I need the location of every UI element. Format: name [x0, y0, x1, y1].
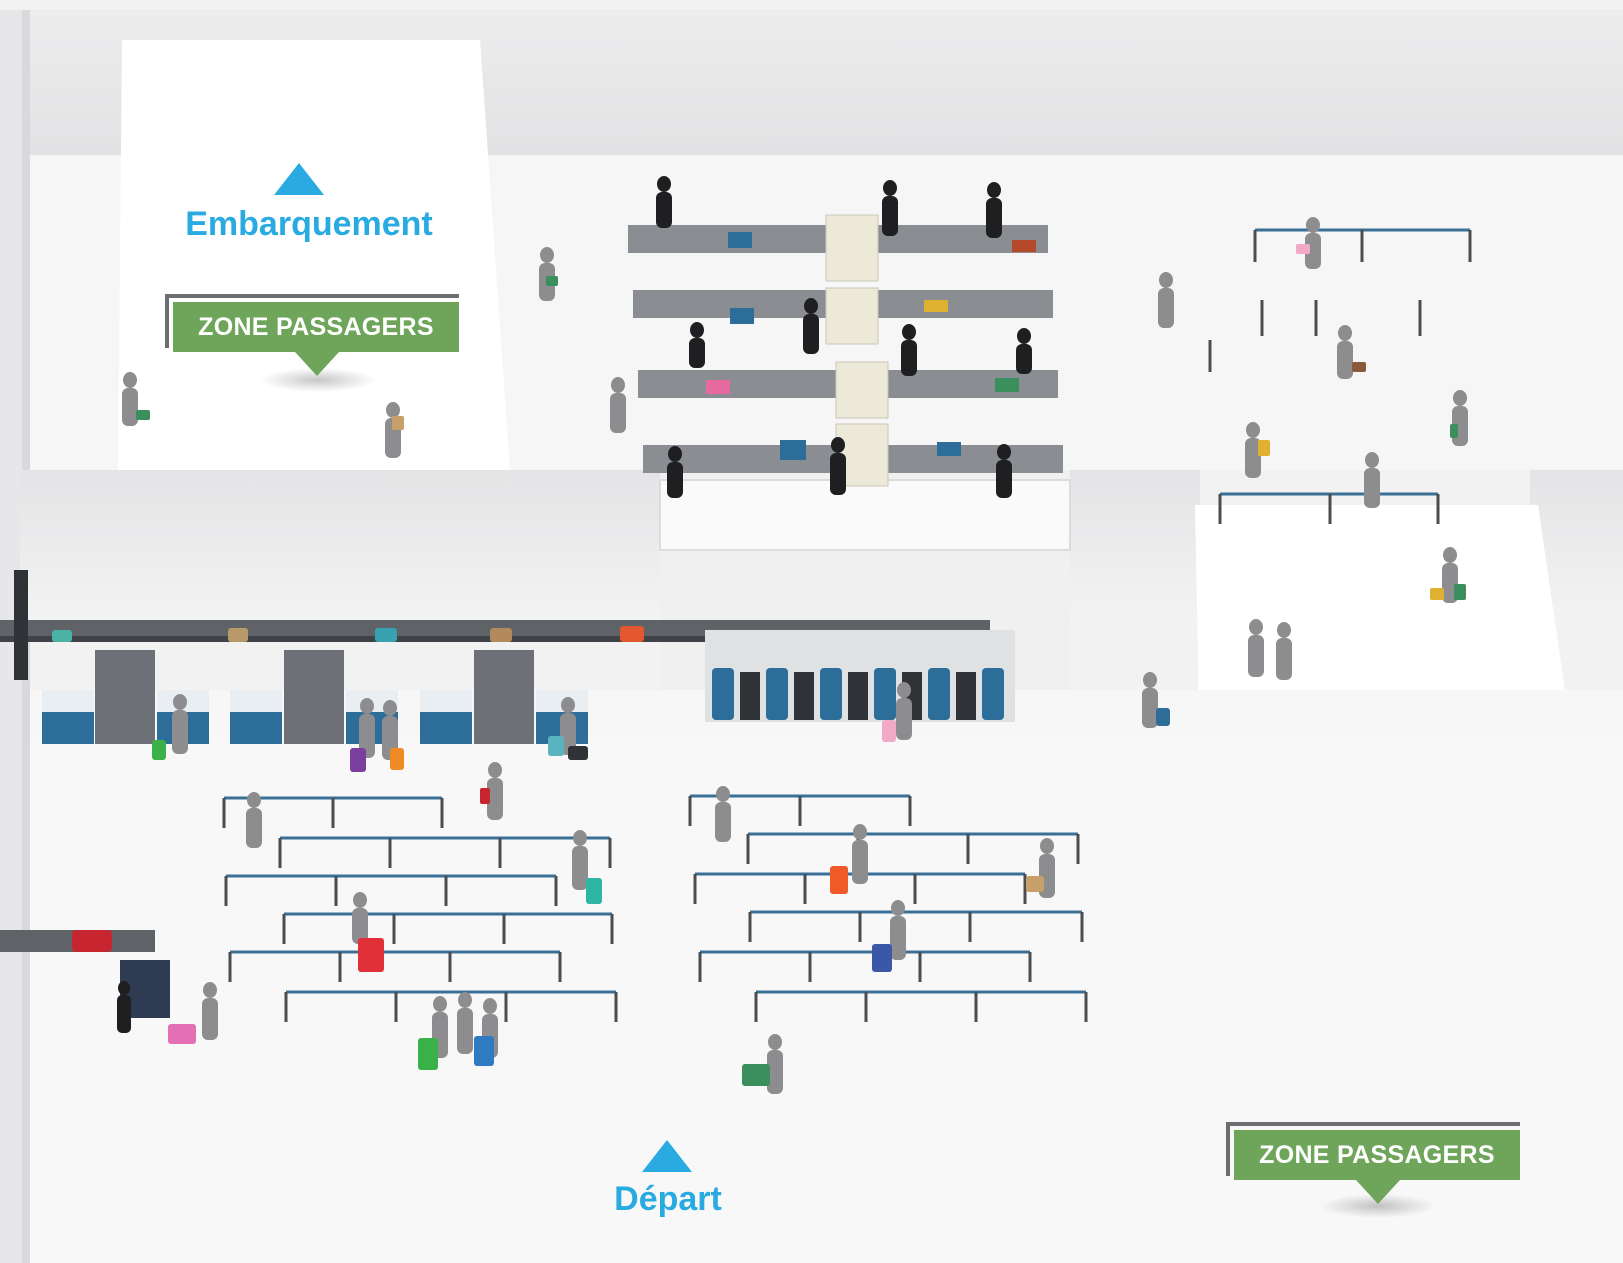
boarding-arrow-icon [274, 163, 324, 195]
zone-tag-frame [165, 294, 459, 348]
check-in-desks [42, 650, 588, 744]
departure-arrow-icon [642, 1140, 692, 1172]
departure-label: Départ [614, 1180, 722, 1218]
zone-tag-frame [1226, 1122, 1520, 1176]
zone-tag-pointer [1356, 1180, 1400, 1204]
self-service-kiosks [705, 630, 1015, 722]
security-lanes [628, 214, 1063, 487]
boarding-corridor [118, 40, 510, 470]
staff-silhouettes [117, 176, 1032, 1033]
zone-tag-label: ZONE PASSAGERS [1234, 1130, 1520, 1180]
boarding-label: Embarquement [185, 205, 433, 243]
luggage [136, 244, 1466, 1086]
zone-tag-pointer [295, 352, 339, 376]
zone-passagers-tag-bottom: ZONE PASSAGERS [1226, 1122, 1524, 1210]
zone-tag-label: ZONE PASSAGERS [173, 302, 459, 352]
zone-passagers-tag-top: ZONE PASSAGERS [165, 294, 463, 382]
passenger-silhouettes [122, 217, 1468, 1094]
